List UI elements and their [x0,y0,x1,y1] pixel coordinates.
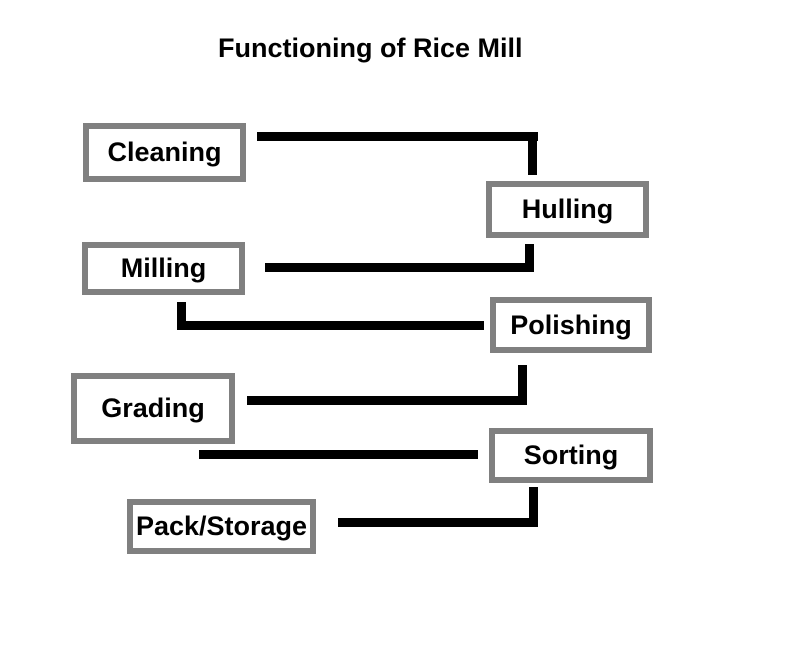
edge-milling-polishing-horizontal [177,321,484,330]
page-title: Functioning of Rice Mill [218,33,523,63]
node-hulling-label: Hulling [521,194,614,224]
node-milling: Milling [82,242,245,295]
node-cleaning-label: Cleaning [107,137,222,167]
edge-sorting-pack-vertical [529,487,538,527]
edge-sorting-pack-horizontal [338,518,538,527]
edge-hulling-milling-vertical [525,244,534,272]
node-polishing: Polishing [490,297,652,353]
edge-cleaning-hulling-vertical [528,132,537,175]
edge-polishing-grading-vertical [518,365,527,405]
node-sorting: Sorting [489,428,653,483]
node-milling-label: Milling [120,253,207,283]
node-grading: Grading [71,373,235,444]
edge-milling-polishing-vertical [177,302,186,330]
edge-polishing-grading-horizontal [247,396,527,405]
edge-cleaning-hulling-horizontal [257,132,538,141]
node-polishing-label: Polishing [510,309,632,340]
node-cleaning: Cleaning [83,123,246,182]
node-pack-storage-label: Pack/Storage [135,511,308,541]
node-hulling: Hulling [486,181,649,238]
edge-hulling-milling-horizontal [265,263,534,272]
edge-grading-sorting-horizontal [199,450,478,459]
node-grading-label: Grading [101,393,205,423]
node-pack-storage: Pack/Storage [127,499,316,554]
node-sorting-label: Sorting [523,440,619,470]
